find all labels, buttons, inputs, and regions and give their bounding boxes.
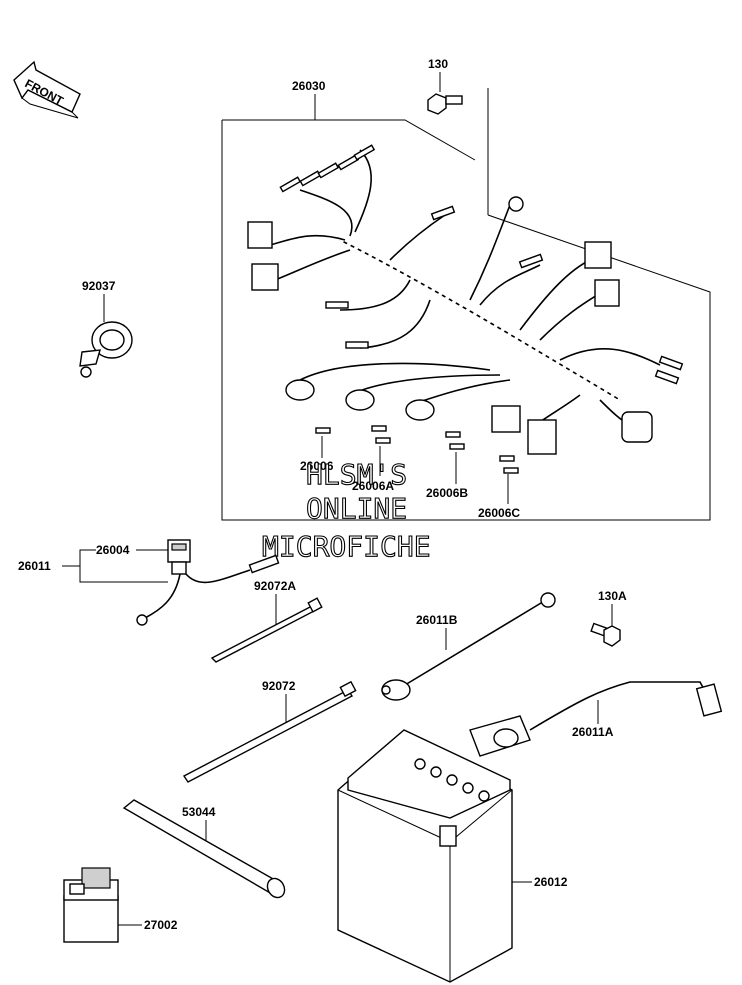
label-53044: 53044 — [182, 805, 216, 819]
relay-27002-icon — [63, 867, 119, 943]
tube-53044-icon — [122, 799, 286, 899]
front-arrow-icon: FRONT — [13, 60, 81, 119]
label-92072: 92072 — [262, 679, 296, 693]
clamp-92037-icon — [79, 321, 133, 378]
watermark-line3: MICROFICHE — [262, 530, 431, 563]
label-26006C: 26006C — [478, 506, 520, 520]
label-130A: 130A — [598, 589, 627, 603]
pins-26006-icon — [315, 425, 519, 474]
label-26012: 26012 — [534, 875, 568, 889]
bolt-130A-icon — [590, 622, 621, 647]
label-26011A: 26011A — [572, 725, 614, 739]
label-27002: 27002 — [144, 918, 178, 932]
watermark-line1: HLSM'S — [306, 458, 407, 491]
label-26004: 26004 — [96, 543, 130, 557]
cable-26011B-icon — [381, 592, 556, 701]
watermark-line2: ONLINE — [306, 492, 407, 525]
label-26006A: 26006A — [352, 479, 394, 493]
cable-tie-92072A-icon — [210, 597, 323, 663]
label-26006B: 26006B — [426, 486, 468, 500]
watermark: HLSM'S ONLINE MICROFICHE — [261, 457, 431, 563]
label-26011: 26011 — [18, 559, 51, 573]
switch-26004-icon — [136, 539, 280, 626]
label-130: 130 — [428, 57, 448, 71]
wiring-harness-icon — [247, 144, 684, 455]
label-92072A: 92072A — [254, 579, 296, 593]
harness-frame — [221, 88, 711, 521]
label-92037: 92037 — [82, 279, 116, 293]
cable-26011A-icon — [469, 681, 723, 757]
cable-tie-92072-icon — [182, 680, 357, 783]
label-26006: 26006 — [300, 459, 334, 473]
label-26030: 26030 — [292, 79, 326, 93]
bolt-130-icon — [427, 93, 463, 115]
label-26011B: 26011B — [416, 613, 458, 627]
battery-26012-icon — [337, 729, 513, 983]
